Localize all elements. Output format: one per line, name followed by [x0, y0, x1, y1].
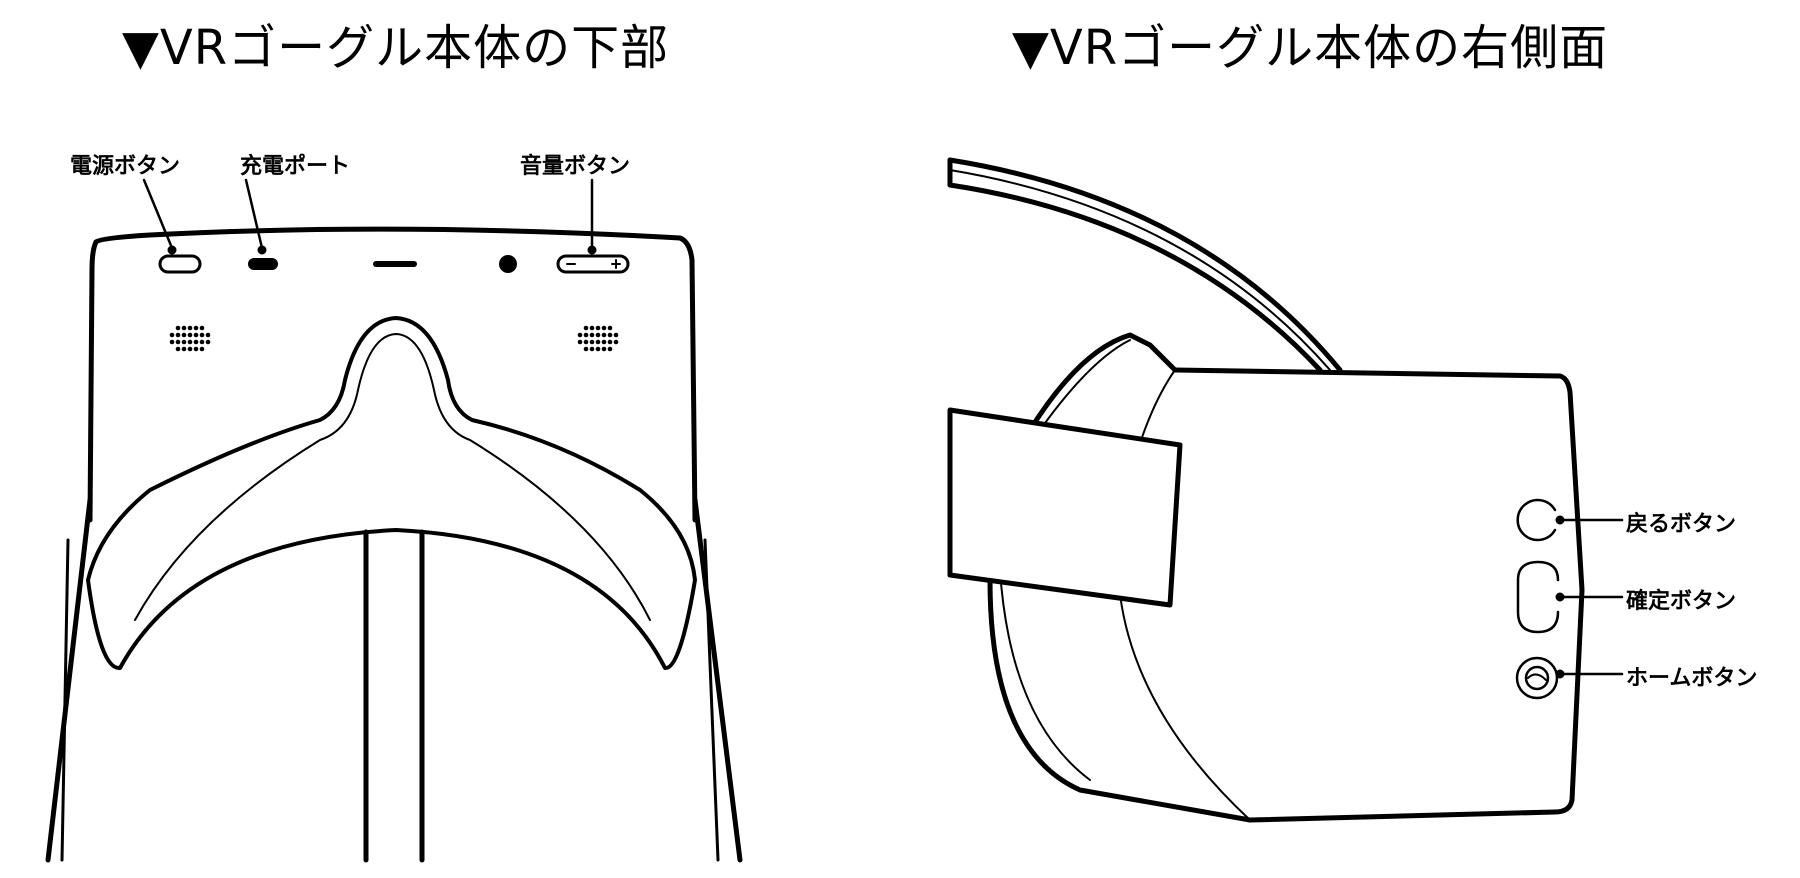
charge-port-shape [248, 258, 278, 270]
bottom-view-drawing [45, 178, 743, 863]
label-confirm-button: 確定ボタン [1626, 589, 1737, 614]
label-volume-button: 音量ボタン [520, 154, 631, 179]
back-button-shape [1516, 498, 1557, 542]
label-power-button: 電源ボタン [70, 154, 181, 179]
label-charge-port: 充電ポート [240, 154, 351, 179]
side-view-drawing [947, 157, 1624, 823]
bottom-view-title: ▼VRゴーグル本体の下部 [122, 20, 670, 76]
power-button-shape [158, 254, 202, 274]
label-home-button: ホームボタン [1626, 666, 1758, 691]
side-view-title: ▼VRゴーグル本体の右側面 [1012, 20, 1609, 76]
volume-button-shape [556, 254, 630, 274]
confirm-button-shape [1516, 560, 1560, 634]
label-back-button: 戻るボタン [1626, 512, 1737, 537]
home-button-shape [1515, 656, 1559, 700]
